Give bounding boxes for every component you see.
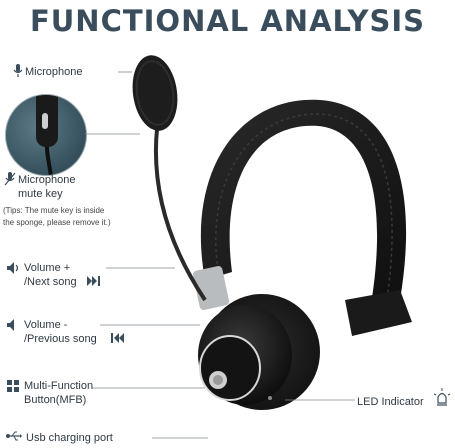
mute-key-tip: (Tips: The mute key is inside the sponge… [3,206,111,227]
speaker-icon [7,262,19,274]
led-light-icon [433,388,451,406]
mfb-label: Multi-Function Button(MFB) [24,380,94,406]
microphone-icon [13,64,23,77]
usb-charging-label: Usb charging port [26,432,113,444]
mute-key-label: Microphone mute key [18,174,76,200]
volume-down-label: Volume - /Previous song [24,319,97,345]
next-track-icon [87,276,100,286]
previous-track-icon [111,333,124,343]
muted-microphone-icon [4,172,16,186]
usb-icon [6,431,22,441]
mute-key-closeup [5,94,87,176]
speaker-icon [7,319,14,331]
mute-key-closeup-drawing [36,95,58,175]
page-title: FUNCTIONAL ANALYSIS [29,4,426,38]
volume-up-label: Volume + /Next song [24,262,77,288]
grid-icon [7,380,19,392]
led-indicator-label: LED Indicator [357,396,424,408]
microphone-label: Microphone [25,66,83,78]
